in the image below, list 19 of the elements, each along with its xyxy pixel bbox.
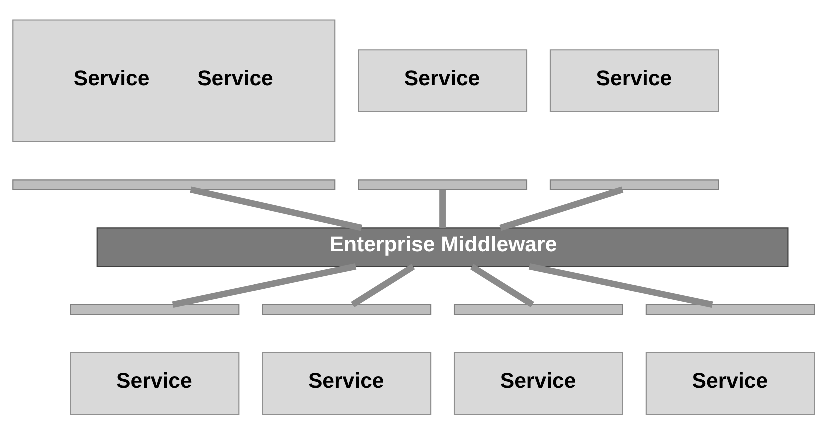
connector [500, 186, 624, 231]
node-bar [550, 179, 720, 190]
node-bar [262, 304, 432, 315]
node-bar [12, 179, 336, 190]
node-box: Service [358, 49, 528, 112]
connector [351, 264, 416, 308]
connector [470, 264, 534, 308]
node-bar [646, 304, 816, 315]
node-box: Service [550, 49, 720, 112]
node-box: Enterprise Middleware [96, 227, 789, 267]
node-box: Service [70, 352, 240, 415]
node-box: Service [454, 352, 624, 415]
node-box: Service [646, 352, 816, 415]
node-box: Service Service [12, 19, 336, 142]
node-bar [358, 179, 528, 190]
node-bar [70, 304, 240, 315]
node-bar [454, 304, 624, 315]
connector [440, 190, 446, 228]
node-box: Service [262, 352, 432, 415]
